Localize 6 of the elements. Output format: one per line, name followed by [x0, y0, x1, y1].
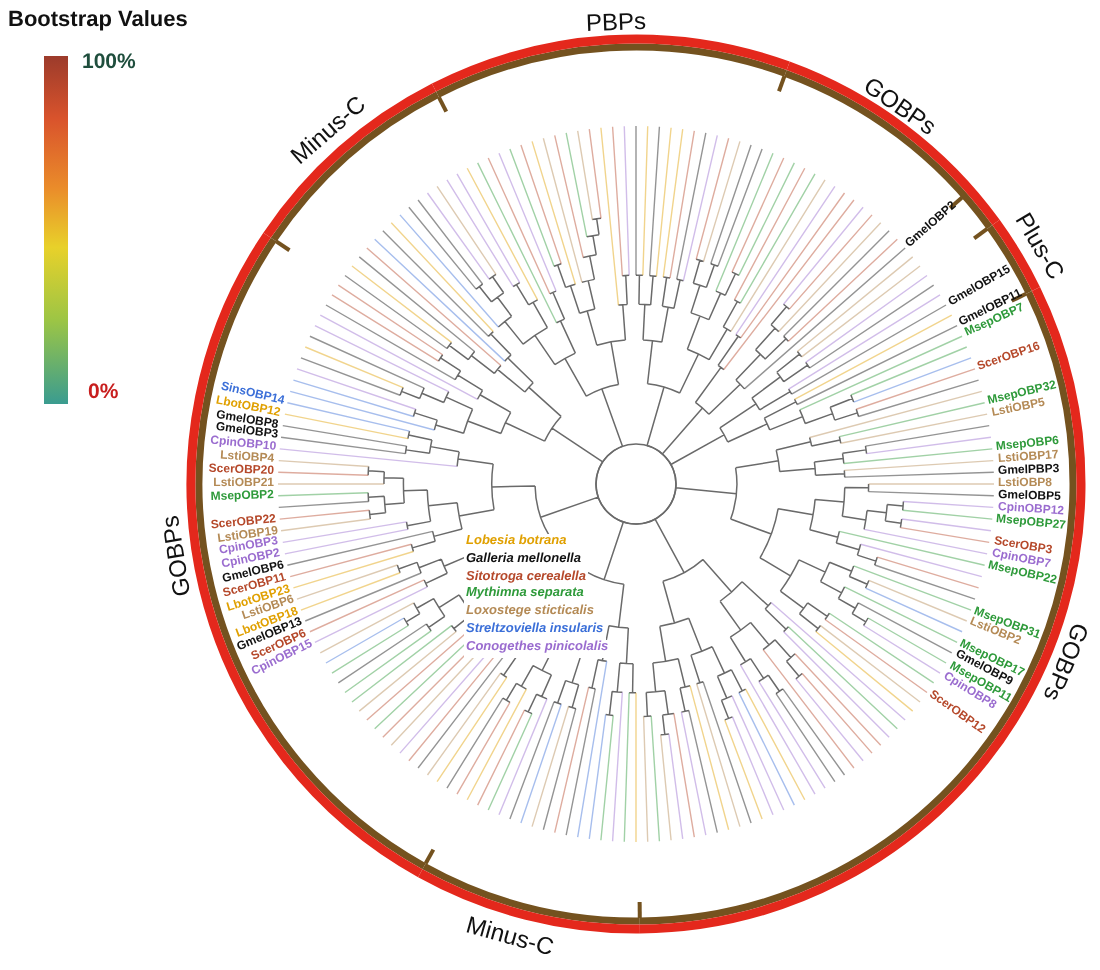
scale-end-label: 100%	[82, 52, 136, 73]
clade-label: Minus-C	[464, 913, 557, 961]
clade-label: GOBPs	[157, 514, 194, 599]
scale-title: Bootstrap Values	[8, 10, 188, 32]
scale-end-label: 0%	[88, 382, 119, 403]
clade-label: PBPs	[585, 9, 647, 36]
